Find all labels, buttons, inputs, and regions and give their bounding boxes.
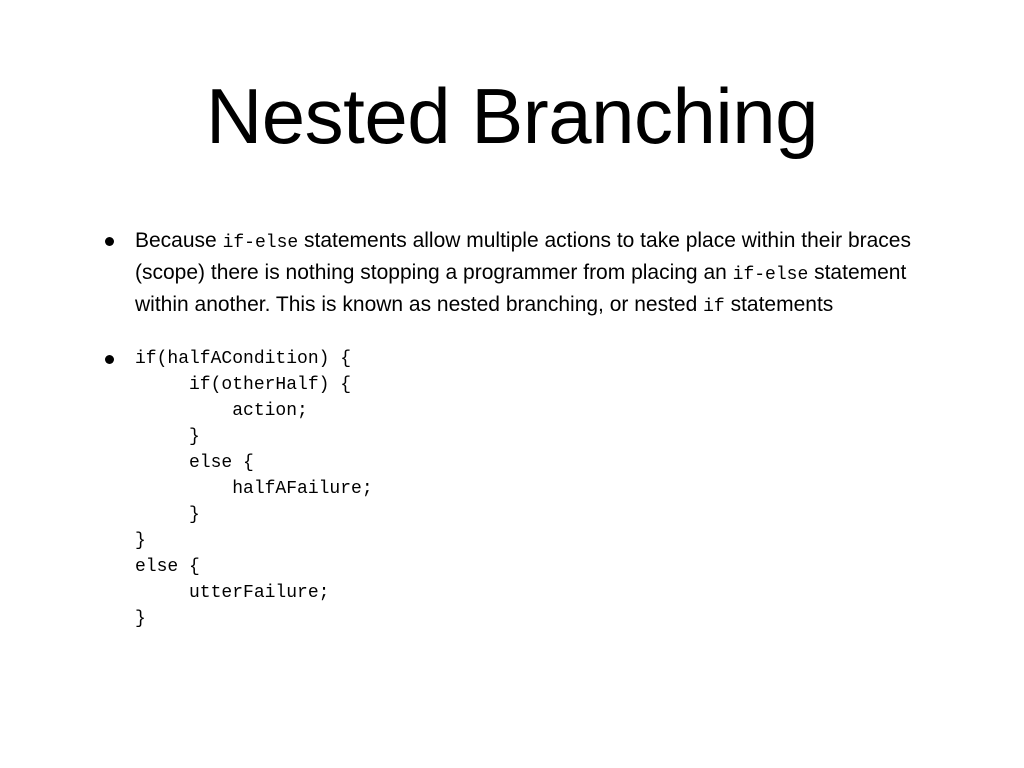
code-block: if(halfACondition) { if(otherHalf) { act… — [135, 349, 373, 629]
bullet-item-code-example: if(halfACondition) { if(otherHalf) { act… — [99, 346, 919, 632]
inline-code-if-else: if-else — [222, 233, 299, 253]
bullet-text: statements — [724, 293, 834, 316]
inline-code-if-else: if-else — [732, 265, 809, 285]
inline-code-if: if — [703, 297, 725, 317]
bullet-list: Because if-else statements allow multipl… — [99, 226, 919, 632]
bullet-item-explanation: Because if-else statements allow multipl… — [99, 226, 919, 322]
bullet-text: statements allow multiple actions to tak… — [135, 229, 911, 284]
slide-title: Nested Branching — [205, 72, 819, 160]
bullet-text: Because — [135, 229, 223, 252]
bullet-dot-icon — [105, 237, 114, 246]
bullet-dot-icon — [105, 355, 114, 364]
bullet-text: statement within another. This is known … — [135, 261, 907, 316]
